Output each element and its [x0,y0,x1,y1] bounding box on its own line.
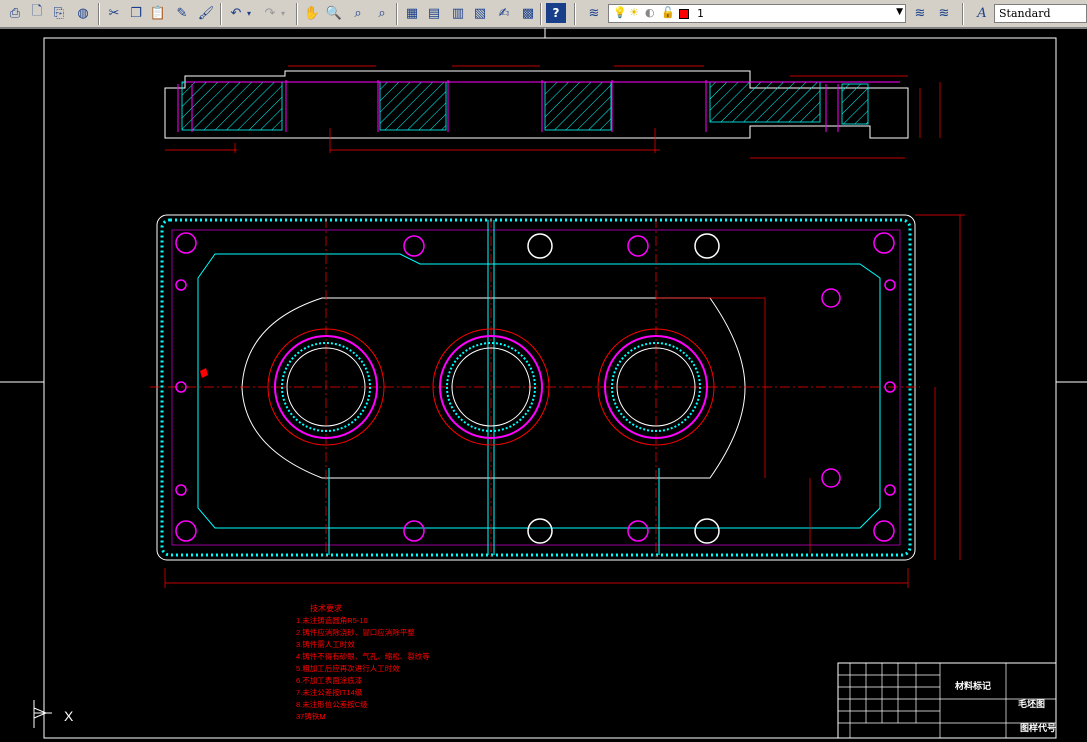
redo-icon[interactable]: ↷ [264,5,276,21]
drawing-frame [0,28,1087,739]
layer-name: 1 [697,7,704,20]
tech-req-line-8: 8.未注形位公差按C级 [296,699,368,709]
make-current-layer-icon[interactable]: ≋ [914,5,926,21]
technical-requirements: 技术要求 1.未注铸造圆角R5-10 2.铸件应消除浇砂、冒口应消除平整 3.铸… [296,603,430,721]
bore-holes [267,328,715,446]
tech-req-line-5: 5.粗加工后应再次进行人工时效 [296,663,400,673]
standard-toolbar: ⎙ 🗋 ⎘ ◍ ✂ ❐ 📋 ✎ 🖌 ↶ ▾ ↷ ▾ ✋ 🔍 ⌕ ⌕ ▦ ▤ ▥ … [0,0,1087,28]
brush-icon[interactable]: 🖌 [197,5,215,21]
tech-req-line-7: 7.未注公差按IT14级 [296,687,363,697]
tool-palettes-icon[interactable]: ▥ [451,5,465,21]
undo-dropdown-icon[interactable]: ▾ [246,8,251,18]
text-style-icon[interactable]: A [977,5,987,21]
layer-combo[interactable]: 💡 ☀ ◐ 🔓 1 ▼ [608,4,906,23]
svg-text:X: X [64,708,74,724]
drawing-canvas[interactable]: 技术要求 1.未注铸造圆角R5-10 2.铸件应消除浇砂、冒口应消除平整 3.铸… [0,28,1087,742]
calculator-icon[interactable]: ▩ [521,5,535,21]
design-center-icon[interactable]: ▤ [427,5,441,21]
tech-req-line-3: 3.铸件需人工时效 [296,639,355,649]
zoom-previous-icon[interactable]: ⌕ [378,5,386,21]
help-icon[interactable]: ? [546,3,566,23]
cut-icon[interactable]: ✂ [108,5,120,21]
pan-icon[interactable]: ✋ [303,5,321,21]
paste-icon[interactable]: 📋 [149,5,167,21]
section-view [164,65,941,159]
tech-req-line-6: 6.不加工表面涂底漆 [296,675,363,685]
plan-view [150,214,965,588]
properties-icon[interactable]: ▦ [405,5,419,21]
print-preview-icon[interactable]: ⎙ [9,5,21,21]
layer-color-swatch[interactable] [679,9,689,19]
bolt-holes [175,232,896,544]
plot-icon[interactable]: ⎘ [53,5,65,21]
publish-icon[interactable]: 🗋 [31,4,43,19]
markup-icon[interactable]: ✍ [498,5,510,21]
tech-req-line-2: 2.铸件应消除浇砂、冒口应消除平整 [296,627,415,637]
layer-manager-icon[interactable]: ≋ [588,5,600,21]
undo-icon[interactable]: ↶ [230,5,242,21]
tech-req-line-4: 4.铸件不得有砂眼、气孔、缩松、裂纹等 [296,651,430,661]
sheet-set-icon[interactable]: ▧ [473,5,487,21]
ucs-icon: X [33,700,74,728]
tech-req-line-9: 37铸铁M [296,711,326,721]
title-block: 材料标记 毛坯图 图样代号 [837,662,1057,739]
tech-req-title: 技术要求 [310,603,342,613]
layer-on-icon[interactable]: 💡 [613,6,627,19]
match-properties-icon[interactable]: ✎ [176,5,188,21]
web-icon[interactable]: ◍ [77,5,89,21]
copy-icon[interactable]: ❐ [130,5,142,21]
material-mark-label: 材料标记 [954,680,991,691]
chevron-down-icon[interactable]: ▼ [896,7,903,17]
zoom-realtime-icon[interactable]: 🔍 [325,5,343,21]
tech-req-line-1: 1.未注铸造圆角R5-10 [296,615,368,625]
zoom-window-icon[interactable]: ⌕ [354,5,362,21]
text-style-combo[interactable]: Standard [994,4,1087,23]
drawing-code-label: 图样代号 [1020,722,1056,733]
layer-previous-icon[interactable]: ≋ [938,5,950,21]
layer-freeze-icon[interactable]: ☀ [629,6,639,19]
layer-viewport-icon[interactable]: ◐ [645,6,655,19]
layer-lock-icon[interactable]: 🔓 [661,6,675,19]
drawing-name-label: 毛坯图 [1018,698,1045,709]
redo-dropdown-icon[interactable]: ▾ [280,8,285,18]
